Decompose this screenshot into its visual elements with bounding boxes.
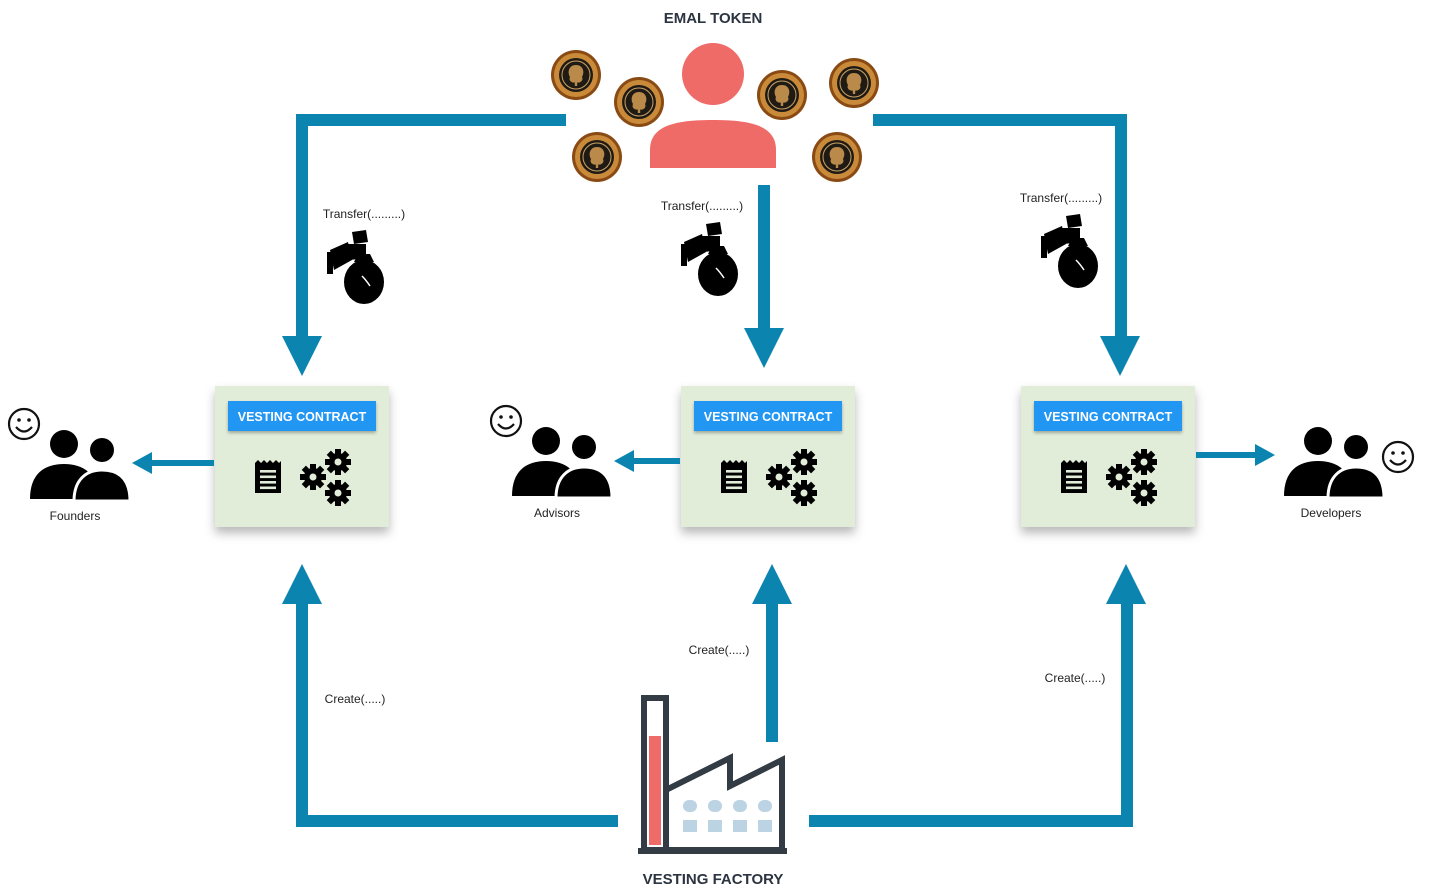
- people-icon: [28, 428, 132, 503]
- create-arrow-middle: [752, 564, 792, 742]
- smile-icon: [489, 404, 523, 438]
- developers-group: Developers: [1282, 425, 1415, 520]
- founders-group: Founders: [7, 407, 132, 523]
- advisors-label: Advisors: [534, 506, 580, 520]
- gears-icon: [1106, 464, 1132, 490]
- money-bag-icon: [326, 213, 1099, 305]
- transfer-arrow-right: [873, 114, 1140, 376]
- create-label-right: Create(.....): [1045, 671, 1106, 685]
- user-icon: [650, 43, 776, 168]
- contract-label-bg: [228, 401, 376, 431]
- arrow-to-advisors: [614, 450, 680, 472]
- gears-icon: [300, 464, 326, 490]
- transfer-arrow-middle: [744, 185, 784, 368]
- founders-label: Founders: [50, 509, 101, 523]
- vesting-factory-title: VESTING FACTORY: [643, 871, 784, 888]
- transfer-arrow-left: [282, 114, 566, 376]
- document-icon: [721, 460, 747, 493]
- developers-label: Developers: [1301, 506, 1362, 520]
- create-label-left: Create(.....): [325, 692, 386, 706]
- vesting-contract-middle: VESTING CONTRACT: [681, 386, 855, 527]
- advisors-group: Advisors: [489, 404, 614, 520]
- transfer-label-right: Transfer(.........): [1020, 191, 1102, 205]
- document-icon: [1061, 460, 1087, 493]
- contract-label-bg: [1034, 401, 1182, 431]
- create-arrow-right: [809, 564, 1146, 827]
- create-label-middle: Create(.....): [689, 643, 750, 657]
- vesting-contract-right: VESTING CONTRACT: [1021, 386, 1195, 527]
- document-icon: [255, 460, 281, 493]
- people-icon: [1282, 425, 1386, 500]
- contract-label-bg: [694, 401, 842, 431]
- factory-icon: [638, 695, 787, 854]
- smile-icon: [7, 407, 41, 441]
- vesting-contract-left: VESTING CONTRACT: [215, 386, 389, 527]
- contract-label: VESTING CONTRACT: [704, 410, 833, 424]
- transfer-label-left: Transfer(.........): [323, 207, 405, 221]
- people-icon: [510, 425, 614, 500]
- create-arrow-left: [282, 564, 618, 827]
- contract-label: VESTING CONTRACT: [1044, 410, 1173, 424]
- transfer-label-middle: Transfer(.........): [661, 199, 743, 213]
- arrow-to-founders: [132, 452, 214, 474]
- emal-token-title: EMAL TOKEN: [664, 10, 763, 27]
- contract-label: VESTING CONTRACT: [238, 410, 367, 424]
- smile-icon: [1381, 440, 1415, 474]
- gears-icon: [766, 464, 792, 490]
- arrow-to-developers: [1196, 444, 1275, 466]
